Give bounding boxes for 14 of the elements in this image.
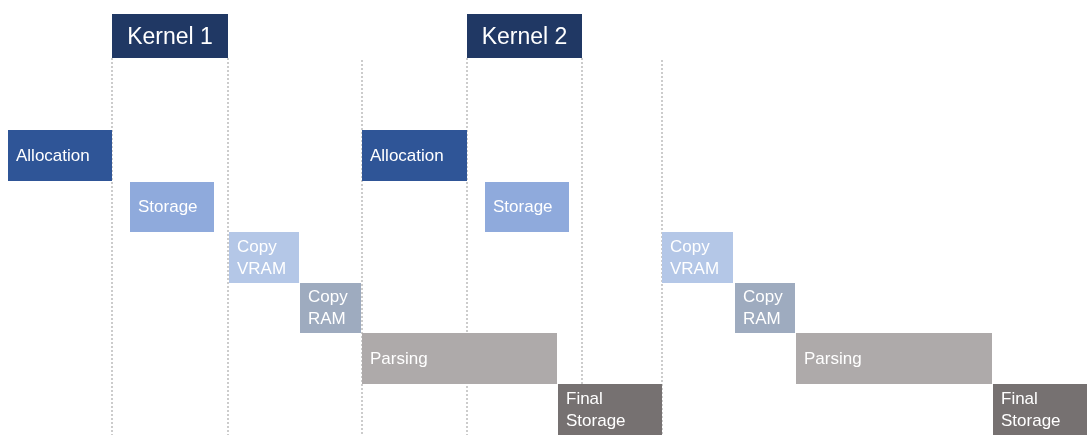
task-bar: Copy VRAM [229, 232, 299, 283]
task-bar: Allocation [362, 130, 467, 181]
task-bar: Copy VRAM [662, 232, 733, 283]
task-bar: Copy RAM [735, 283, 795, 333]
task-bar: Allocation [8, 130, 112, 181]
task-bar: Storage [130, 182, 214, 232]
task-bar: Parsing [796, 333, 992, 384]
task-bar: Storage [485, 182, 569, 232]
task-bar: Copy RAM [300, 283, 361, 333]
task-bar: Final Storage [558, 384, 662, 435]
task-bar: Final Storage [993, 384, 1087, 435]
kernel-header-box: Kernel 2 [467, 14, 582, 58]
task-bar: Parsing [362, 333, 557, 384]
kernel-header-box: Kernel 1 [112, 14, 228, 58]
